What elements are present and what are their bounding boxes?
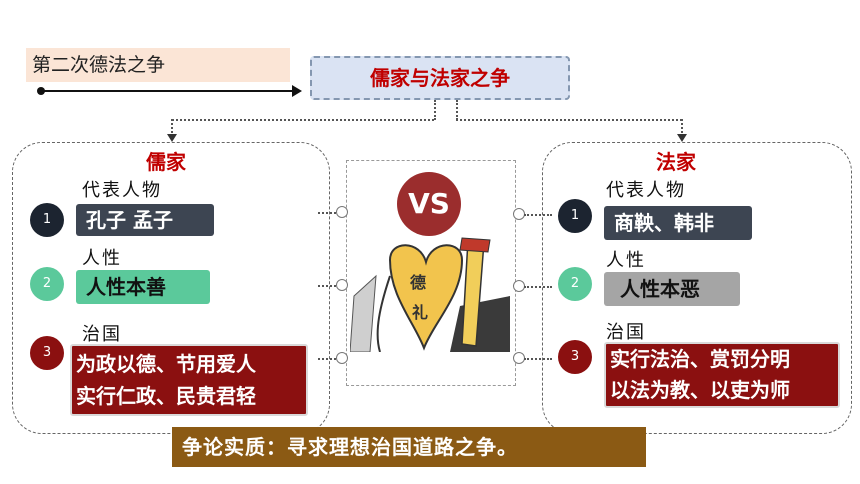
right-governance-line2: 以法为教、以吏为师 xyxy=(610,378,790,402)
left-value-governance: 为政以德、节用爱人 实行仁政、民贵君轻 xyxy=(70,344,308,416)
connector-right-v xyxy=(456,100,458,120)
left-badge-3: 3 xyxy=(30,336,64,370)
right-label-representatives: 代表人物 xyxy=(606,180,686,201)
right-value-governance: 实行法治、赏罚分明 以法为教、以吏为师 xyxy=(604,342,840,408)
left-node-1 xyxy=(336,206,348,218)
left-node-line-2 xyxy=(318,285,340,287)
right-label-governance: 治国 xyxy=(606,322,646,343)
left-badge-1: 1 xyxy=(30,203,64,237)
right-badge-1: 1 xyxy=(558,199,592,233)
legalist-panel xyxy=(542,142,852,434)
illustration-char-virtue: 德 xyxy=(410,273,426,292)
left-value-human-nature: 人性本善 xyxy=(76,270,210,304)
right-badge-2: 2 xyxy=(558,267,592,301)
connector-right-drop xyxy=(681,119,683,137)
left-governance-line2: 实行仁政、民贵君轻 xyxy=(76,384,256,408)
right-value-human-nature: 人性本恶 xyxy=(604,272,740,306)
timeline-arrow xyxy=(37,85,302,97)
right-node-line-3 xyxy=(524,358,552,360)
confucian-heading: 儒家 xyxy=(146,150,186,174)
left-label-governance: 治国 xyxy=(82,324,122,345)
right-value-representatives: 商鞅、韩非 xyxy=(604,206,752,240)
left-value-representatives: 孔子 孟子 xyxy=(76,204,214,236)
right-badge-3: 3 xyxy=(558,340,592,374)
left-node-2 xyxy=(336,279,348,291)
diagram-title: 儒家与法家之争 xyxy=(310,56,570,100)
right-governance-line1: 实行法治、赏罚分明 xyxy=(610,347,790,371)
left-label-human-nature: 人性 xyxy=(82,248,122,269)
connector-left-v xyxy=(434,100,436,120)
right-node-line-1 xyxy=(524,214,552,216)
left-badge-2: 2 xyxy=(30,267,64,301)
arrow-down-left-icon xyxy=(167,134,177,142)
connector-left-drop xyxy=(171,119,173,137)
connector-right-h xyxy=(456,119,682,121)
connector-left-h xyxy=(172,119,434,121)
topic-label: 第二次德法之争 xyxy=(26,48,290,82)
arrow-down-right-icon xyxy=(677,134,687,142)
left-node-line-3 xyxy=(318,358,340,360)
law-vs-virtue-illustration: 德 礼 xyxy=(350,236,510,352)
illustration-char-rite: 礼 xyxy=(412,303,428,322)
left-node-3 xyxy=(336,352,348,364)
conclusion-banner: 争论实质：寻求理想治国道路之争。 xyxy=(172,427,646,467)
confucian-panel xyxy=(12,142,330,434)
right-node-line-2 xyxy=(524,286,552,288)
right-label-human-nature: 人性 xyxy=(606,250,646,271)
left-node-line-1 xyxy=(318,212,340,214)
left-label-representatives: 代表人物 xyxy=(82,180,162,201)
left-governance-line1: 为政以德、节用爱人 xyxy=(76,352,256,376)
legalist-heading: 法家 xyxy=(656,150,696,174)
vs-badge: VS xyxy=(397,172,461,236)
